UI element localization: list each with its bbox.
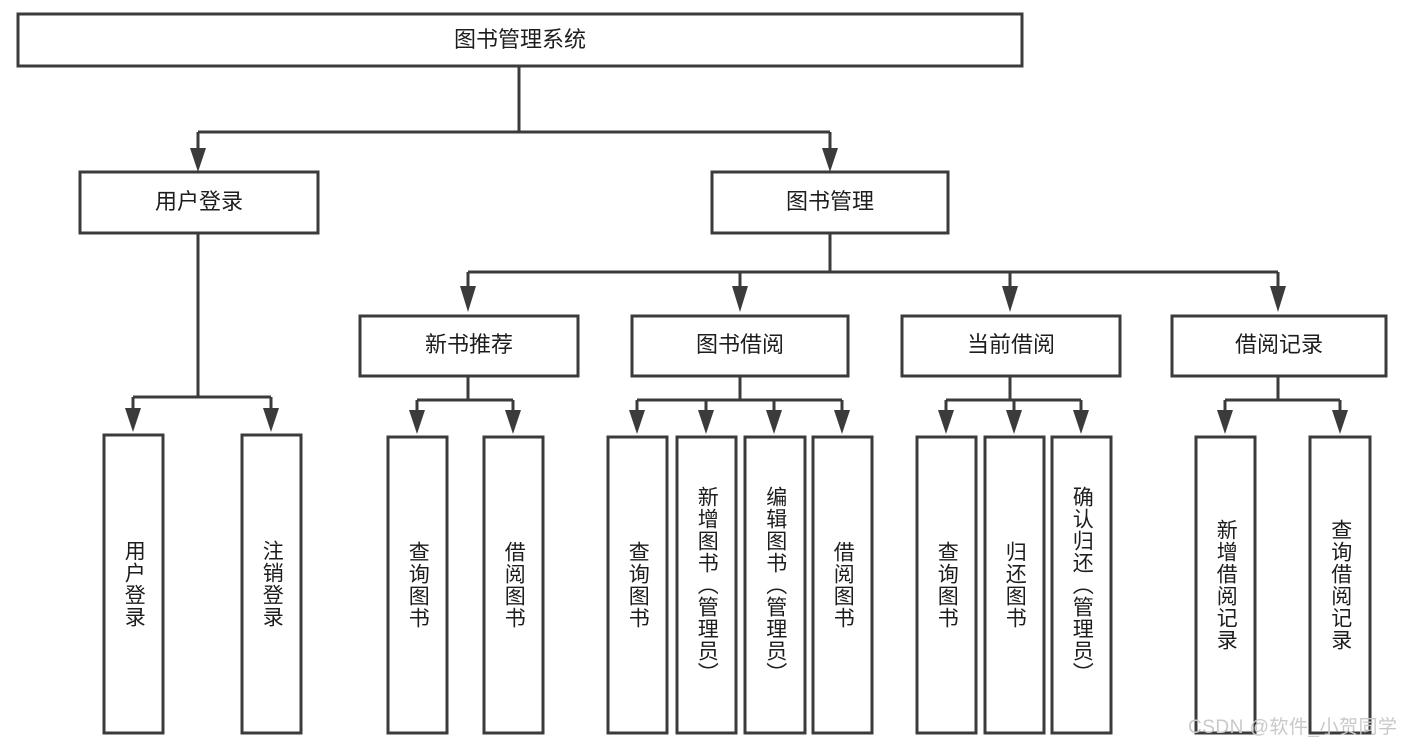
arrow-head-icon — [263, 408, 279, 432]
horizontal-label-group: 图书管理系统 用户登录 图书管理 新书推荐 图书借阅 当前借阅 借阅记录 — [155, 27, 1323, 357]
arrow-head-icon — [938, 410, 954, 434]
leaf-box[interactable] — [1308, 435, 1372, 735]
arrow-head-icon — [732, 286, 748, 312]
arrow-head-icon — [1270, 286, 1286, 312]
arrow-head-icon — [1332, 410, 1348, 434]
node-book-borrow-label: 图书借阅 — [696, 332, 784, 357]
arrow-head-icon — [766, 410, 782, 434]
leaf-box[interactable] — [240, 433, 303, 735]
leaf-box[interactable] — [606, 435, 669, 735]
leaf-box[interactable] — [1050, 435, 1113, 735]
node-current-borrow-label: 当前借阅 — [967, 332, 1055, 357]
node-book-management-box[interactable] — [710, 170, 950, 235]
watermark-text: CSDN @软件_小贺同学 — [1188, 717, 1398, 738]
arrow-head-icon — [1006, 410, 1022, 434]
arrow-head-icon — [834, 410, 850, 434]
arrow-head-icon — [1073, 410, 1089, 434]
node-book-management-label: 图书管理 — [786, 189, 874, 214]
node-book-borrow-box[interactable] — [630, 314, 850, 378]
node-borrow-record-box[interactable] — [1170, 314, 1388, 378]
leaf-box[interactable] — [915, 435, 978, 735]
leaf-box[interactable] — [482, 435, 545, 735]
arrow-head-icon — [1002, 286, 1018, 312]
arrow-head-icon — [822, 148, 838, 172]
arrow-head-icon — [460, 286, 476, 312]
leaf-box[interactable] — [386, 435, 449, 735]
node-user-login-box[interactable] — [78, 170, 320, 235]
node-title-box[interactable] — [16, 12, 1024, 68]
arrow-head-icon — [125, 408, 141, 432]
connector-group — [125, 66, 1348, 434]
node-current-borrow-box[interactable] — [900, 314, 1122, 378]
leaf-box[interactable] — [102, 433, 165, 735]
node-box-group — [16, 12, 1388, 735]
arrow-head-icon — [190, 148, 206, 172]
node-new-book-recommend-label: 新书推荐 — [425, 332, 513, 357]
leaf-box[interactable] — [675, 435, 738, 735]
node-title-label: 图书管理系统 — [454, 27, 586, 52]
leaf-box[interactable] — [983, 435, 1046, 735]
node-borrow-record-label: 借阅记录 — [1235, 332, 1323, 357]
leaf-box[interactable] — [743, 435, 807, 735]
arrow-head-icon — [629, 410, 645, 434]
node-user-login-label: 用户登录 — [155, 189, 243, 214]
arrow-head-icon — [1217, 410, 1233, 434]
arrow-head-icon — [505, 410, 521, 434]
leaf-box[interactable] — [811, 435, 874, 735]
arrow-head-icon — [698, 410, 714, 434]
node-new-book-recommend-box[interactable] — [358, 314, 580, 378]
arrow-head-icon — [409, 410, 425, 434]
leaf-box[interactable] — [1194, 435, 1257, 735]
